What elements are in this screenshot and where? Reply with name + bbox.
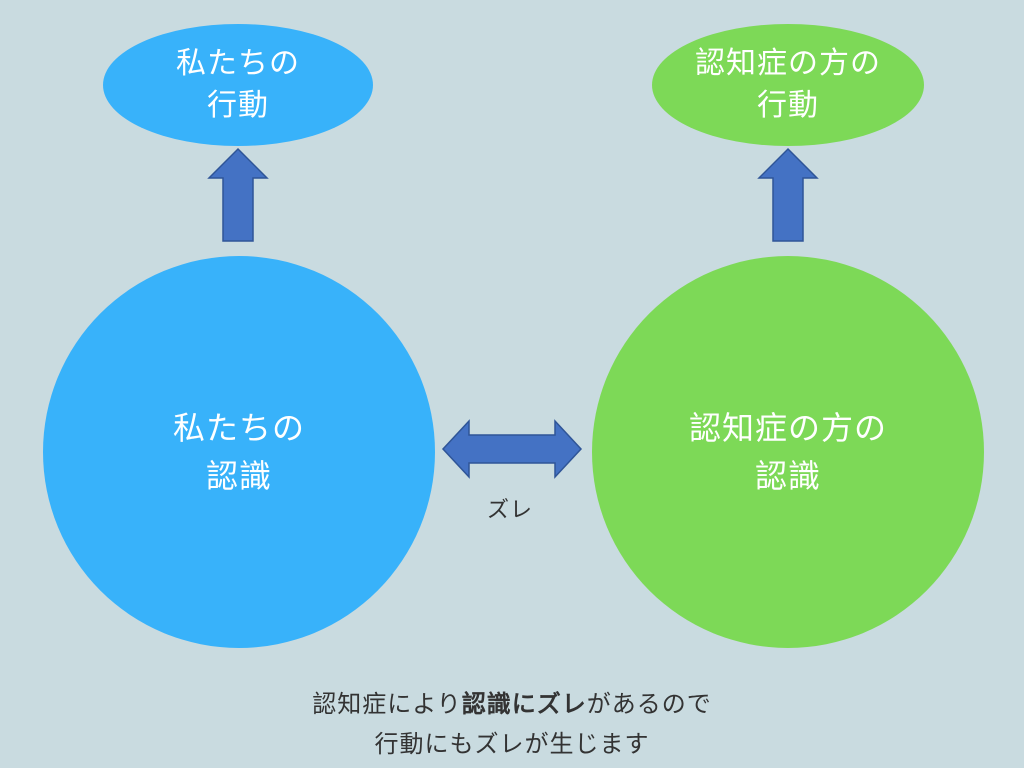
caption-line-2: 行動にもズレが生じます xyxy=(374,730,650,758)
caption: 認知症により認識にズレがあるので 行動にもズレが生じます xyxy=(0,684,1024,764)
caption-emphasis: 認識にズレ xyxy=(461,690,587,718)
our-perception-label: 私たちの 認識 xyxy=(172,409,305,495)
our-behavior-ellipse: 私たちの 行動 xyxy=(103,24,373,146)
double-headed-arrow-icon xyxy=(441,419,583,479)
caption-line-1: 認知症により認識にズレがあるので xyxy=(312,690,712,718)
left-up-arrow-icon xyxy=(207,147,269,242)
dementia-behavior-label: 認知症の方の 行動 xyxy=(695,46,881,123)
dementia-perception-circle: 認知症の方の 認識 xyxy=(592,256,984,648)
right-up-arrow-icon xyxy=(757,147,819,242)
gap-label: ズレ xyxy=(486,498,533,523)
dementia-behavior-ellipse: 認知症の方の 行動 xyxy=(652,24,924,146)
our-perception-circle: 私たちの 認識 xyxy=(43,256,435,648)
dementia-perception-label: 認知症の方の 認識 xyxy=(688,409,887,495)
our-behavior-label: 私たちの 行動 xyxy=(176,46,300,123)
